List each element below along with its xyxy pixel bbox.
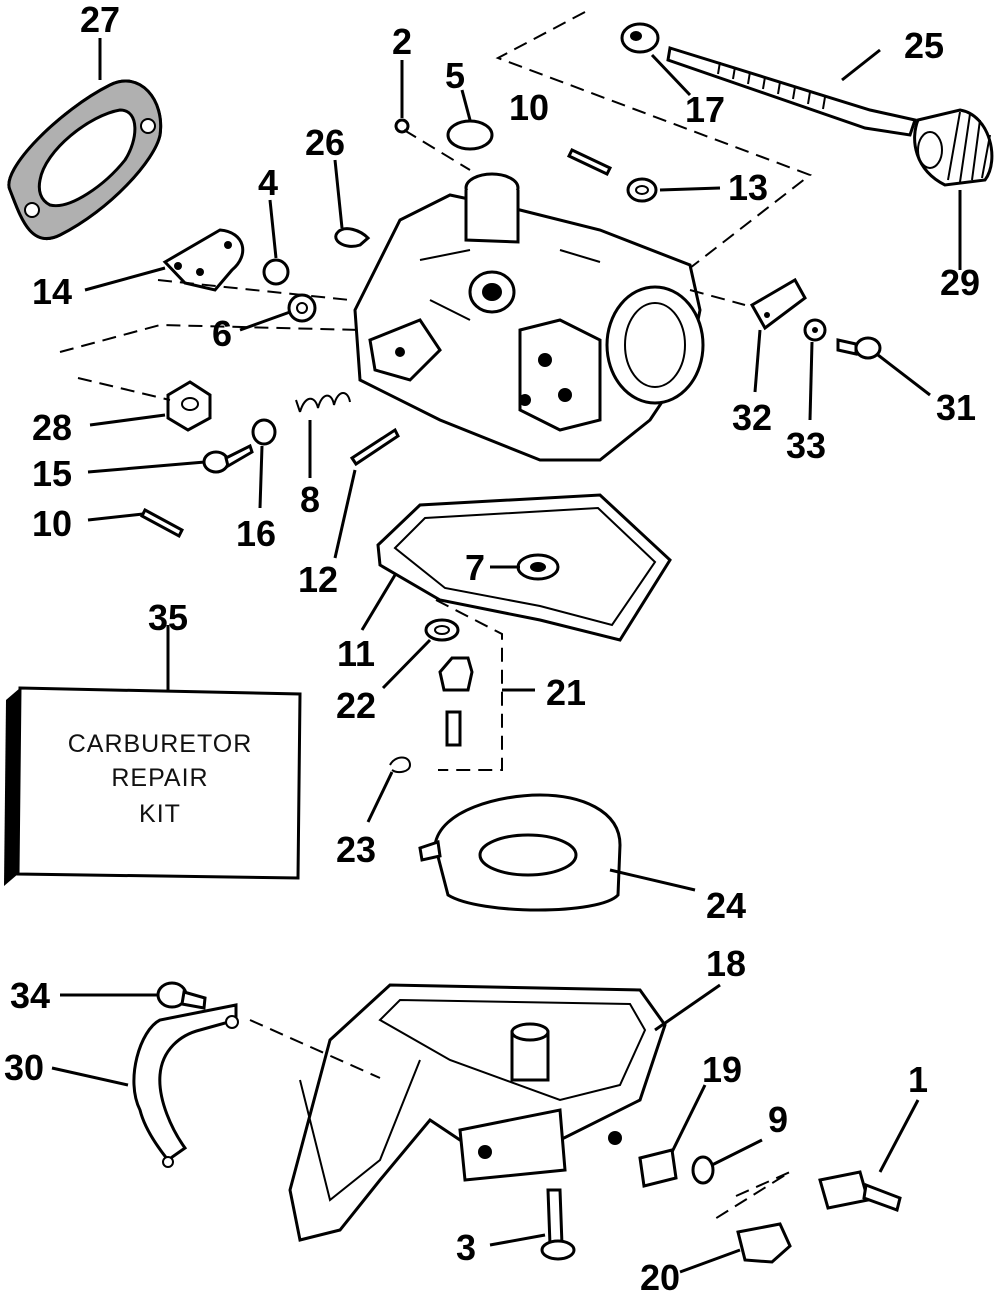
part-2-ball <box>394 118 410 134</box>
callout-32: 32 <box>732 397 772 438</box>
callout-2: 2 <box>392 21 412 62</box>
callout-11: 11 <box>337 633 375 674</box>
callout-27: 27 <box>80 0 120 40</box>
callout-26: 26 <box>305 122 345 163</box>
callout-30: 30 <box>4 1047 44 1088</box>
part-35-repair-kit-box: CARBURETOR REPAIR KIT <box>4 686 302 886</box>
alignment-lines <box>59 11 813 1223</box>
part-4-ball <box>262 258 290 286</box>
repair-kit-line-3: KIT <box>139 800 181 828</box>
callout-12: 12 <box>298 559 338 600</box>
part-5-welch-plug <box>446 119 494 151</box>
callout-16: 16 <box>236 513 276 554</box>
part-8-spring <box>295 392 351 413</box>
callout-33: 33 <box>786 425 826 466</box>
callout-8: 8 <box>300 479 320 520</box>
part-10-pin-lower <box>140 507 184 539</box>
part-25-needle-shaft <box>666 46 917 137</box>
part-27-flange-gasket <box>7 79 163 240</box>
part-22-washer <box>424 618 460 642</box>
part-6-lockwasher <box>287 293 317 323</box>
callout-numbers: 27 2 5 10 25 17 13 26 4 14 6 29 28 15 16… <box>4 0 980 1297</box>
callout-5: 5 <box>445 55 465 96</box>
part-13-washer <box>626 177 658 203</box>
callout-14: 14 <box>32 271 72 312</box>
part-7-screen <box>516 553 560 581</box>
callout-18: 18 <box>706 943 746 984</box>
callout-17: 17 <box>685 89 725 130</box>
callout-24: 24 <box>706 885 746 926</box>
callout-13: 13 <box>728 167 768 208</box>
callout-29: 29 <box>940 262 980 303</box>
part-24-float <box>418 793 622 912</box>
part-29-knob <box>913 108 994 187</box>
part-17-packing <box>620 22 660 54</box>
part-34-screw <box>156 981 207 1010</box>
callout-6: 6 <box>212 313 232 354</box>
callout-1: 1 <box>908 1059 928 1100</box>
callout-35: 35 <box>148 597 188 638</box>
part-14-lever <box>162 228 245 292</box>
callout-15: 15 <box>32 453 72 494</box>
callout-22: 22 <box>336 685 376 726</box>
part-12-pin <box>349 427 400 467</box>
callout-3: 3 <box>456 1227 476 1268</box>
callout-10-upper: 10 <box>509 87 549 128</box>
leader-lines <box>51 38 962 1274</box>
part-3-screw <box>540 1188 576 1261</box>
repair-kit-line-1: CARBURETOR <box>68 730 253 758</box>
part-33-lockwasher <box>803 318 827 342</box>
callout-4: 4 <box>258 162 278 203</box>
part-23-clip <box>389 756 412 774</box>
callout-20: 20 <box>640 1257 680 1297</box>
part-31-screw <box>836 336 882 360</box>
part-carburetor-body <box>353 172 705 462</box>
part-28-nut <box>166 380 212 432</box>
callout-19: 19 <box>702 1049 742 1090</box>
callout-28: 28 <box>32 407 72 448</box>
part-26-clip <box>334 227 371 248</box>
callout-31: 31 <box>936 387 976 428</box>
callout-21: 21 <box>546 672 586 713</box>
callout-10-lower: 10 <box>32 503 72 544</box>
part-19-screw <box>638 1148 678 1188</box>
part-21-needle-seat <box>435 599 503 771</box>
part-32-plate <box>749 277 807 331</box>
callout-23: 23 <box>336 829 376 870</box>
part-18-float-bowl <box>288 983 667 1242</box>
part-16-washer <box>251 418 277 446</box>
repair-kit-line-2: REPAIR <box>111 764 208 792</box>
part-10-pin-upper <box>566 148 613 176</box>
part-1-valve <box>818 1170 902 1212</box>
part-15-screw <box>202 443 254 474</box>
callout-9: 9 <box>768 1099 788 1140</box>
part-30-clamp <box>132 1003 239 1168</box>
callout-25: 25 <box>904 25 944 66</box>
callout-7: 7 <box>465 547 485 588</box>
part-20-plug <box>736 1222 792 1264</box>
callout-34: 34 <box>10 975 50 1016</box>
part-9-washer <box>691 1155 715 1185</box>
